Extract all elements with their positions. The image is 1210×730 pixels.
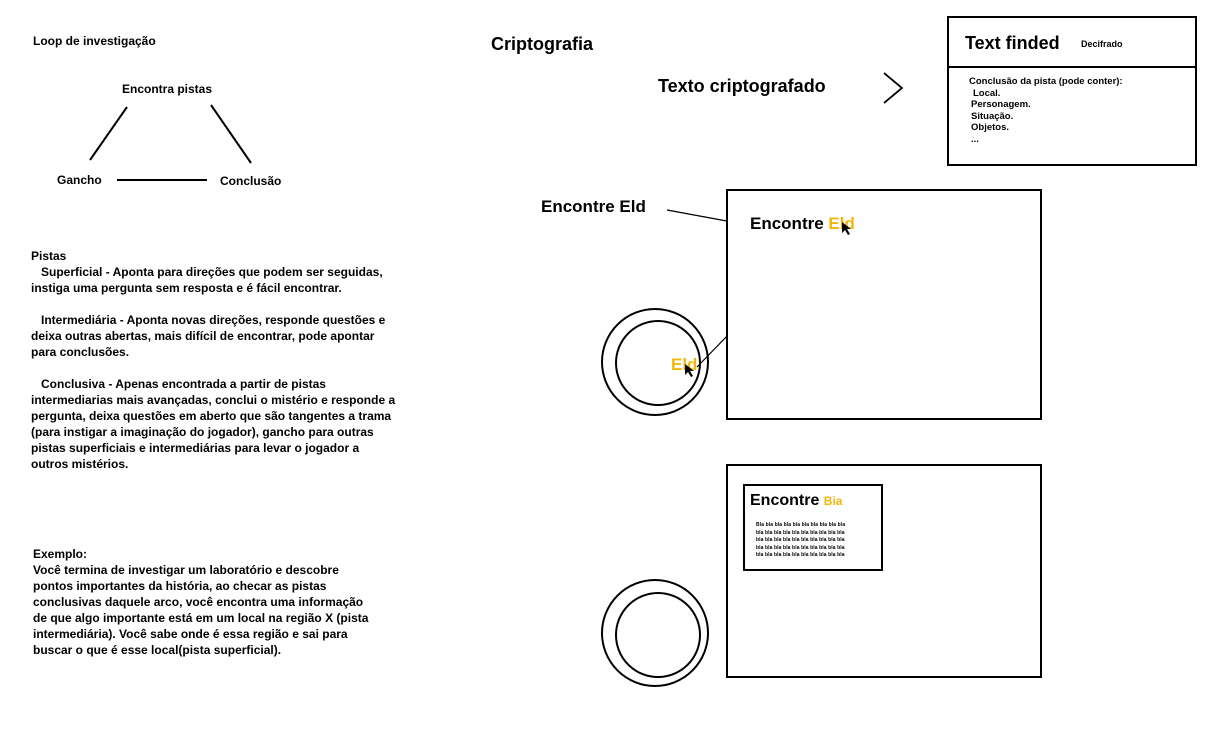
encrypted-text-label: Texto criptografado: [658, 76, 826, 96]
exemplo-line: pontos importantes da história, ao checa…: [33, 579, 327, 593]
exemplo-block: Exemplo: Você termina de investigar um l…: [33, 546, 368, 658]
bla-line: bla bla bla bla bla bla bla bla bla bla: [756, 544, 845, 551]
card-item: ...: [971, 133, 979, 145]
pista-superficial-line: Superficial - Aponta para direções que p…: [41, 265, 383, 279]
exemplo-line: conclusivas daquele arco, você encontra …: [33, 595, 364, 609]
card-divider: [949, 66, 1195, 68]
scene-frame-2: Encontre Bia Bla bla bla bla bla bla bla…: [726, 464, 1042, 678]
pistas-block: Pistas Superficial - Aponta para direçõe…: [31, 248, 395, 472]
exemplo-line: Você termina de investigar um laboratóri…: [33, 563, 339, 577]
find-label-prefix: Encontre: [541, 197, 615, 216]
exemplo-line: intermediária). Você sabe onde é essa re…: [33, 627, 348, 641]
pista-conclusiva-line: pergunta, deixa questões em aberto que s…: [31, 409, 392, 423]
card-tag: Decifrado: [1081, 39, 1123, 49]
exemplo-line: de que algo importante está em um local …: [33, 611, 369, 625]
exemplo-line: buscar o que é esse local(pista superfic…: [33, 643, 282, 657]
card-item: Local.: [973, 87, 1001, 99]
pista-intermediaria-line: Intermediária - Aponta novas direções, r…: [41, 313, 386, 327]
dialog-card: Encontre Bia Bla bla bla bla bla bla bla…: [743, 484, 883, 571]
loop-node-conclusao: Conclusão: [220, 174, 282, 188]
dialog-heading-prefix: Encontre: [750, 492, 820, 509]
pista-conclusiva-line: pistas superficiais e intermediárias par…: [31, 441, 360, 455]
pista-conclusiva-line: outros mistérios.: [31, 457, 129, 471]
card-item: Objetos.: [971, 122, 1010, 133]
loop-title: Loop de investigação: [33, 34, 156, 48]
mouse-cursor-icon: [842, 222, 851, 235]
bla-line: bla bla bla bla bla bla bla bla bla bla: [756, 529, 845, 536]
loop-edge-left: [89, 106, 128, 161]
loop-edge-right: [210, 104, 252, 164]
card-item: Personagem.: [971, 99, 1031, 110]
lens-inner-2: [615, 592, 701, 678]
pista-conclusiva-line: intermediarias mais avançadas, conclui o…: [31, 393, 396, 407]
dialog-body: Bla bla bla bla bla bla bla bla bla bla …: [756, 522, 845, 560]
pista-superficial-line: instiga uma pergunta sem resposta e é fá…: [31, 281, 342, 295]
criptografia-title: Criptografia: [491, 34, 594, 54]
pista-conclusiva-line: Conclusiva - Apenas encontrada a partir …: [41, 377, 326, 391]
exemplo-title: Exemplo:: [33, 547, 88, 561]
card-content: Conclusão da pista (pode conter): Local.…: [969, 76, 1123, 145]
loop-node-encontra-pistas: Encontra pistas: [122, 82, 213, 96]
card-title: Text finded: [965, 33, 1060, 53]
pista-conclusiva-line: (para instigar a imaginação do jogador),…: [31, 425, 374, 439]
pista-intermediaria-line: deixa outras abertas, mais difícil de en…: [31, 329, 375, 343]
card-item: Situação.: [971, 110, 1014, 122]
pistas-title: Pistas: [31, 249, 67, 263]
bla-line: bla bla bla bla bla bla bla bla bla bla: [756, 552, 845, 558]
lens-outer-2: [601, 579, 709, 687]
loop-node-gancho: Gancho: [57, 173, 102, 187]
scene1-heading-prefix: Encontre: [750, 214, 824, 233]
find-label-name: Eld: [619, 197, 646, 216]
bla-line: Bla bla bla bla bla bla bla bla bla bla: [756, 522, 846, 528]
scene1-heading: Encontre Eld: [750, 214, 855, 234]
lens-outer-1: [601, 308, 709, 416]
dialog-hidden-name: Bia: [823, 494, 843, 508]
scene-frame-1: Encontre Eld: [726, 189, 1042, 420]
decrypted-card: Text finded Decifrado Conclusão da pista…: [947, 16, 1197, 166]
pista-intermediaria-line: para conclusões.: [31, 345, 130, 359]
card-heading: Conclusão da pista (pode conter):: [969, 76, 1123, 87]
chevron-right-icon: [883, 72, 904, 104]
dialog-heading: Encontre Bia: [750, 492, 842, 510]
bla-line: bla bla bla bla bla bla bla bla bla bla: [756, 537, 845, 543]
lens-inner-1: [615, 320, 701, 406]
find-eld-label: Encontre Eld: [541, 197, 646, 217]
mouse-cursor-icon: [685, 364, 694, 377]
